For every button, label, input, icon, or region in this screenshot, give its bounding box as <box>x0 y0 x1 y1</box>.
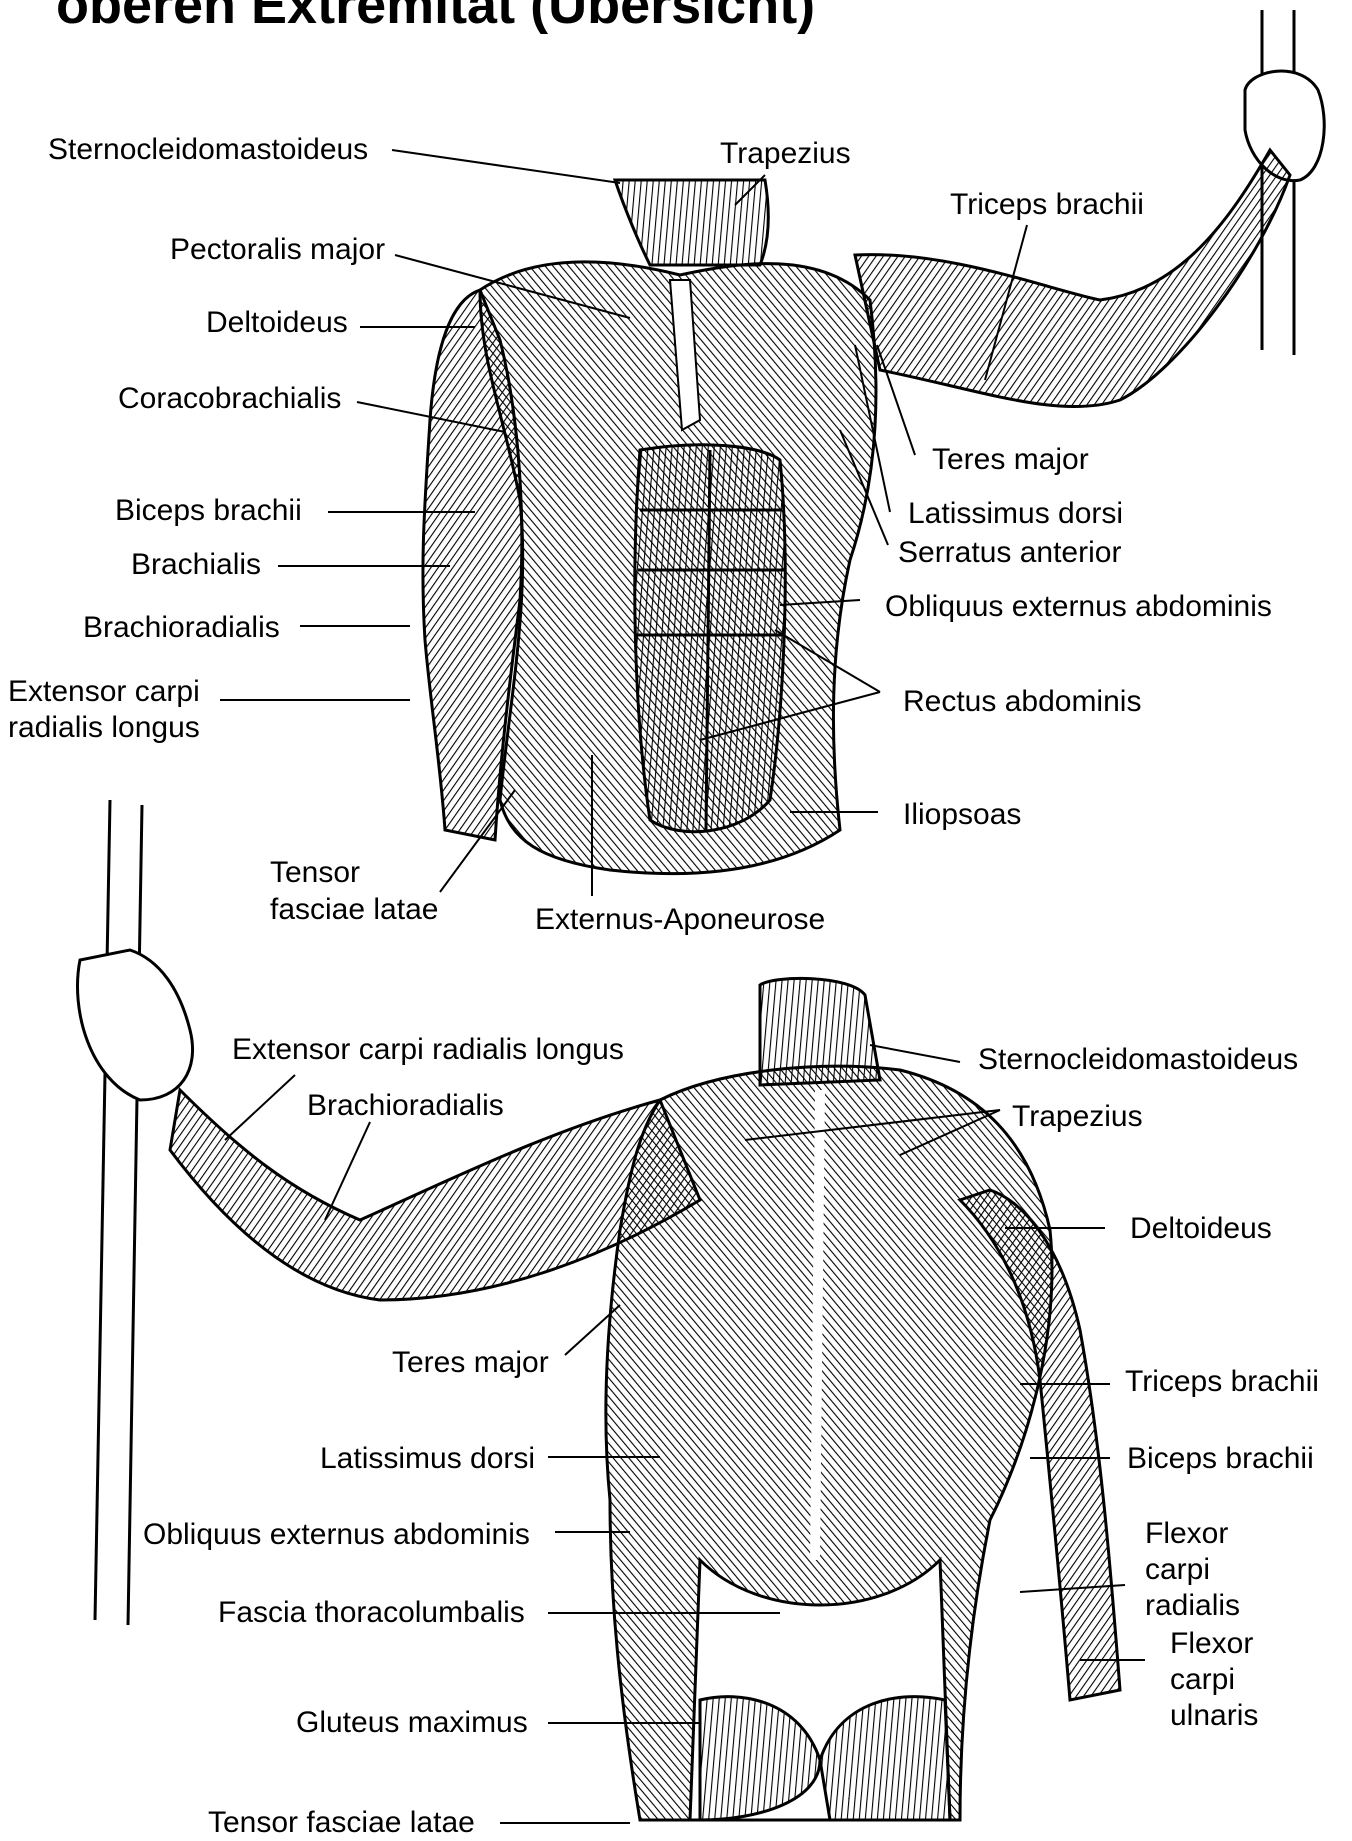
back-label-fcu-line3: ulnaris <box>1170 1699 1258 1734</box>
back-figure <box>78 800 1121 1820</box>
front-label-iliopsoas: Iliopsoas <box>903 798 1021 833</box>
back-label-deltoideus: Deltoideus <box>1130 1212 1272 1247</box>
front-label-coracobrachialis: Coracobrachialis <box>118 382 341 417</box>
front-label-teres-major: Teres major <box>932 443 1089 478</box>
back-label-fcr-line1: Flexor <box>1145 1517 1228 1552</box>
back-label-brachioradialis: Brachioradialis <box>307 1089 504 1124</box>
front-label-rectus: Rectus abdominis <box>903 685 1141 720</box>
back-label-fcu-line1: Flexor <box>1170 1627 1253 1662</box>
front-label-biceps: Biceps brachii <box>115 494 302 529</box>
front-label-sternocleidomastoideus: Sternocleidomastoideus <box>48 133 368 168</box>
back-label-fcu-line2: carpi <box>1170 1663 1235 1698</box>
front-label-pectoralis: Pectoralis major <box>170 233 385 268</box>
back-label-teres-major: Teres major <box>392 1346 549 1381</box>
front-label-latissimus: Latissimus dorsi <box>908 497 1123 532</box>
front-label-obliquus: Obliquus externus abdominis <box>885 590 1272 625</box>
front-label-externus: Externus-Aponeurose <box>535 903 825 938</box>
back-label-sternocleidomastoideus: Sternocleidomastoideus <box>978 1043 1298 1078</box>
back-label-latissimus: Latissimus dorsi <box>320 1442 535 1477</box>
back-label-biceps: Biceps brachii <box>1127 1442 1314 1477</box>
front-label-tfl-line2: fasciae latae <box>270 893 438 928</box>
front-figure <box>423 10 1324 874</box>
front-label-deltoideus: Deltoideus <box>206 306 348 341</box>
back-label-fcr-line2: carpi <box>1145 1553 1210 1588</box>
front-label-triceps: Triceps brachii <box>950 188 1144 223</box>
front-label-brachioradialis: Brachioradialis <box>83 611 280 646</box>
back-label-fcr-line3: radialis <box>1145 1589 1240 1624</box>
back-label-gluteus: Gluteus maximus <box>296 1706 528 1741</box>
front-label-tfl-line1: Tensor <box>270 856 360 891</box>
back-label-ecrl: Extensor carpi radialis longus <box>232 1033 624 1068</box>
back-label-trapezius: Trapezius <box>1012 1100 1143 1135</box>
front-label-brachialis: Brachialis <box>131 548 261 583</box>
back-label-triceps: Triceps brachii <box>1125 1365 1319 1400</box>
back-label-tfl: Tensor fasciae latae <box>208 1806 475 1841</box>
front-label-serratus: Serratus anterior <box>898 536 1121 571</box>
front-label-ecrl-line1: Extensor carpi <box>8 675 200 710</box>
front-label-ecrl-line2: radialis longus <box>8 711 200 746</box>
back-label-fascia: Fascia thoracolumbalis <box>218 1596 525 1631</box>
front-label-trapezius: Trapezius <box>720 137 851 172</box>
back-label-obliquus: Obliquus externus abdominis <box>143 1518 530 1553</box>
